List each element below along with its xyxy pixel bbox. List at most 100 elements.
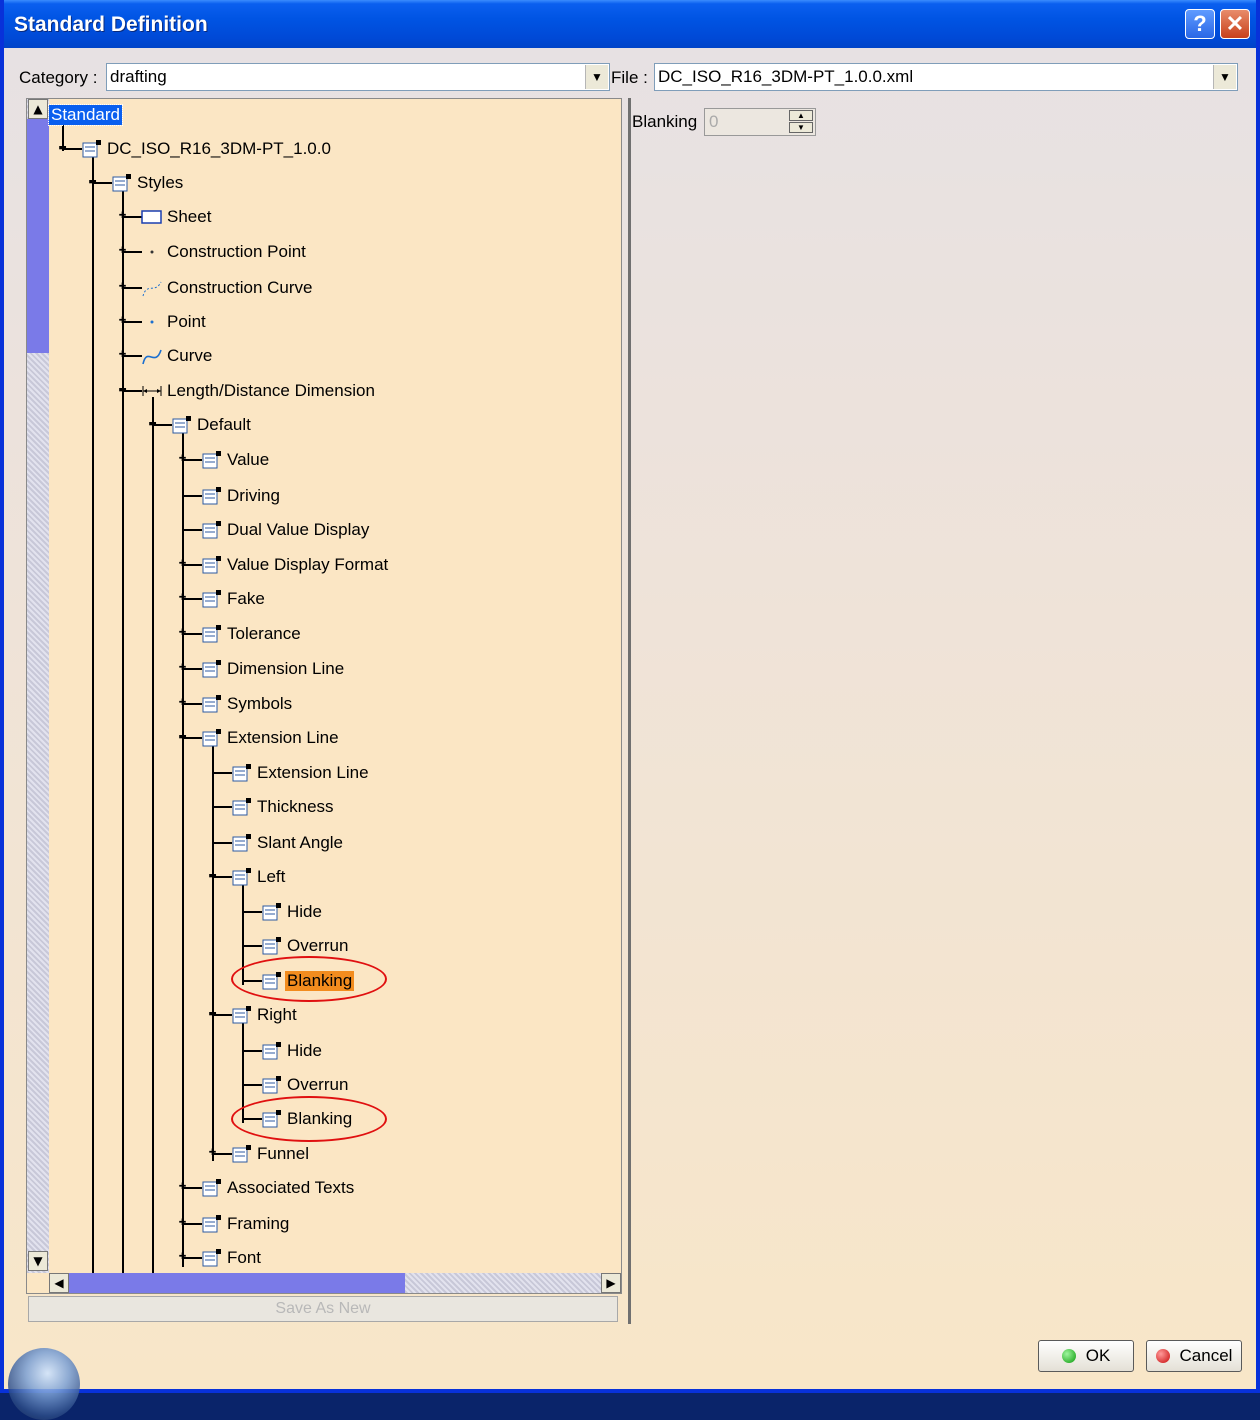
expand-icon[interactable]: ✚: [178, 1218, 187, 1228]
collapse-icon[interactable]: ▬: [208, 871, 217, 881]
expand-icon[interactable]: ✚: [178, 559, 187, 569]
scroll-right-button[interactable]: ▶: [601, 1273, 621, 1293]
tree-node-label: Hide: [287, 1041, 322, 1060]
close-button[interactable]: ✕: [1220, 9, 1250, 39]
style-file-icon: [202, 660, 221, 678]
category-select[interactable]: drafting ▼: [106, 63, 610, 91]
tree-node-right-hide[interactable]: Hide: [261, 1036, 324, 1066]
spin-down-button[interactable]: ▼: [789, 122, 813, 133]
expand-icon[interactable]: ✚: [118, 211, 127, 221]
tree-node-curve[interactable]: Curve: [141, 341, 214, 371]
expand-icon[interactable]: ✚: [118, 350, 127, 360]
point-icon: [150, 250, 154, 254]
expand-icon[interactable]: ✚: [208, 1148, 217, 1158]
tree-node-label: Right: [257, 1005, 297, 1024]
tree-vertical-scrollbar[interactable]: ▲ ▼: [27, 99, 49, 1273]
tree-node-label: Slant Angle: [257, 833, 344, 852]
tree-node-point[interactable]: Point: [141, 307, 208, 337]
tree-node-label: Extension Line: [257, 763, 369, 782]
chevron-down-icon[interactable]: ▼: [1213, 65, 1236, 89]
expand-icon[interactable]: ✚: [178, 593, 187, 603]
tree-node-value-display-format[interactable]: Value Display Format: [201, 550, 390, 580]
tree-connector: [152, 424, 172, 426]
tree-node-framing[interactable]: Framing: [201, 1209, 291, 1239]
title-bar[interactable]: Standard Definition ? ✕: [4, 0, 1256, 48]
tree-node-left[interactable]: Left: [231, 862, 287, 892]
style-file-icon: [112, 174, 131, 192]
help-button[interactable]: ?: [1185, 9, 1215, 39]
collapse-icon[interactable]: ▬: [178, 732, 187, 742]
standard-tree[interactable]: ▲ ▼ ◀ ▶: [26, 98, 622, 1294]
expand-icon[interactable]: ✚: [178, 1182, 187, 1192]
style-file-icon: [202, 1249, 221, 1267]
tree-node-length-distance-dimension[interactable]: Length/Distance Dimension: [141, 376, 377, 406]
expand-icon[interactable]: ✚: [118, 282, 127, 292]
vertical-scroll-thumb[interactable]: [27, 119, 49, 353]
scroll-up-button[interactable]: ▲: [28, 99, 48, 119]
arrow-down-icon: ▼: [33, 1254, 43, 1268]
expand-icon[interactable]: ✚: [118, 246, 127, 256]
tree-node-left-overrun[interactable]: Overrun: [261, 931, 350, 961]
file-select[interactable]: DC_ISO_R16_3DM-PT_1.0.0.xml ▼: [654, 63, 1238, 91]
tree-node-dual-value-display[interactable]: Dual Value Display: [201, 515, 371, 545]
expand-icon[interactable]: ✚: [178, 1252, 187, 1262]
collapse-icon[interactable]: ▬: [88, 177, 97, 187]
tree-connector: [122, 390, 142, 392]
chevron-down-icon[interactable]: ▼: [585, 65, 608, 89]
expand-icon[interactable]: ✚: [178, 698, 187, 708]
tree-node-funnel[interactable]: Funnel: [231, 1139, 311, 1169]
tree-node-fake[interactable]: Fake: [201, 584, 267, 614]
tree-node-styles[interactable]: Styles: [111, 168, 185, 198]
tree-connector: [242, 881, 244, 985]
tree-node-sheet[interactable]: Sheet: [141, 202, 213, 232]
tree-node-label: Value Display Format: [227, 555, 389, 574]
tree-node-associated-texts[interactable]: Associated Texts: [201, 1173, 356, 1203]
tree-connector: [212, 1014, 232, 1016]
tree-node-standard[interactable]: Standard: [48, 100, 123, 130]
scroll-down-button[interactable]: ▼: [28, 1251, 48, 1271]
tree-connector: [212, 772, 232, 774]
panel-divider[interactable]: [628, 98, 631, 1324]
expand-icon[interactable]: ✚: [178, 454, 187, 464]
tree-node-font[interactable]: Font: [201, 1243, 263, 1273]
tree-node-driving[interactable]: Driving: [201, 481, 282, 511]
tree-horizontal-scrollbar[interactable]: ◀ ▶: [49, 1273, 621, 1293]
curve-icon: [142, 281, 162, 297]
tree-node-right-overrun[interactable]: Overrun: [261, 1070, 350, 1100]
cancel-label: Cancel: [1179, 1346, 1233, 1365]
tree-node-label: Funnel: [257, 1144, 309, 1163]
annotation-ring: [231, 956, 387, 1002]
spin-up-button[interactable]: ▲: [789, 110, 813, 121]
tree-node-default[interactable]: Default: [171, 410, 253, 440]
tree-node-standard-file[interactable]: DC_ISO_R16_3DM-PT_1.0.0: [81, 134, 333, 164]
horizontal-scroll-thumb[interactable]: [69, 1273, 405, 1293]
ok-button[interactable]: OK: [1038, 1340, 1134, 1372]
tree-node-dimension-line[interactable]: Dimension Line: [201, 654, 346, 684]
tree-node-left-hide[interactable]: Hide: [261, 897, 324, 927]
collapse-icon[interactable]: ▬: [118, 385, 127, 395]
tree-node-symbols[interactable]: Symbols: [201, 689, 294, 719]
ok-label: OK: [1085, 1346, 1111, 1365]
save-as-new-button[interactable]: Save As New: [28, 1296, 618, 1322]
cancel-button[interactable]: Cancel: [1146, 1340, 1242, 1372]
tree-node-value[interactable]: Value: [201, 445, 271, 475]
style-file-icon: [232, 868, 251, 886]
expand-icon[interactable]: ✚: [178, 628, 187, 638]
tree-node-thickness[interactable]: Thickness: [231, 792, 336, 822]
tree-connector: [122, 189, 124, 1273]
tree-connector: [182, 1257, 202, 1259]
expand-icon[interactable]: ✚: [118, 316, 127, 326]
tree-node-slant-angle[interactable]: Slant Angle: [231, 828, 345, 858]
tree-node-tolerance[interactable]: Tolerance: [201, 619, 303, 649]
tree-node-extension-line[interactable]: Extension Line: [201, 723, 341, 753]
tree-node-right[interactable]: Right: [231, 1000, 299, 1030]
collapse-icon[interactable]: ▬: [58, 143, 67, 153]
expand-icon[interactable]: ✚: [178, 663, 187, 673]
collapse-icon[interactable]: ▬: [148, 419, 157, 429]
collapse-icon[interactable]: ▬: [208, 1009, 217, 1019]
tree-node-construction-curve[interactable]: Construction Curve: [141, 273, 315, 303]
scroll-left-button[interactable]: ◀: [49, 1273, 69, 1293]
tree-node-extension-line-child[interactable]: Extension Line: [231, 758, 371, 788]
tree-node-construction-point[interactable]: Construction Point: [141, 237, 308, 267]
blanking-spinner[interactable]: 0 ▲ ▼: [704, 108, 816, 136]
